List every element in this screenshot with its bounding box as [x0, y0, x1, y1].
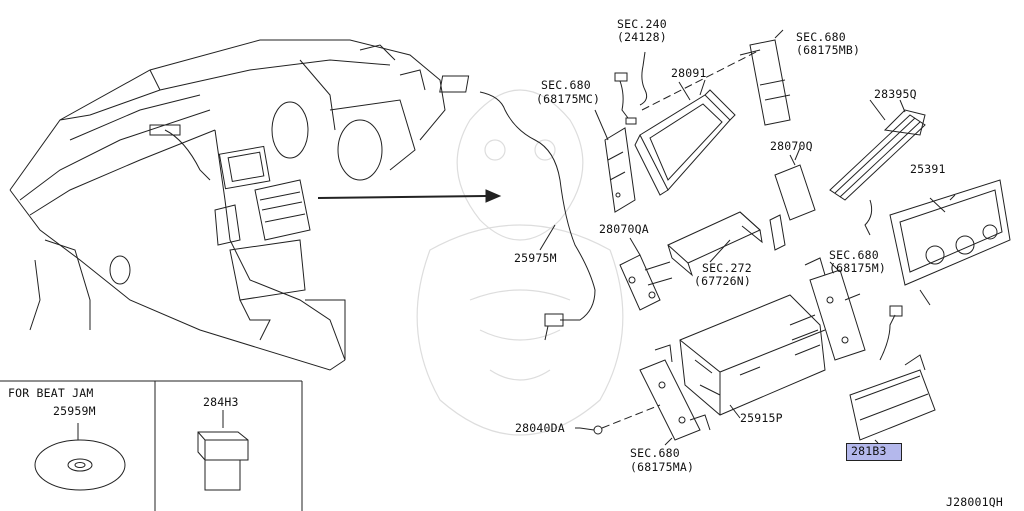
bracket-68175ma: [639, 344, 711, 441]
inset-frames: [0, 380, 303, 511]
diagram-code: J28001QH: [946, 495, 1003, 509]
label-68175mb[interactable]: (68175MB): [796, 43, 861, 57]
label-sec680-ma[interactable]: SEC.680: [630, 446, 680, 460]
harness-24128: [614, 51, 648, 125]
bracket-68175m: [804, 257, 866, 361]
label-68175m[interactable]: (68175M): [829, 261, 886, 275]
label-28395q[interactable]: 28395Q: [874, 87, 917, 101]
label-28040da[interactable]: 28040DA: [515, 421, 565, 435]
watermark-emblem: [416, 89, 624, 436]
display-unit-28091: [634, 79, 736, 196]
bracket-28070q: [769, 154, 816, 251]
label-sec272[interactable]: SEC.272: [702, 261, 752, 275]
inset-title-beat-jam: FOR BEAT JAM: [8, 386, 94, 400]
label-sec240[interactable]: SEC.240: [617, 17, 667, 31]
pointer-arrow: [317, 189, 502, 203]
label-sec680-mb[interactable]: SEC.680: [796, 30, 846, 44]
connector-284h3: [197, 410, 249, 491]
disc-25959m: [34, 423, 126, 491]
label-leaders: [539, 81, 946, 446]
label-24128[interactable]: (24128): [617, 30, 667, 44]
module-67726n: [667, 211, 763, 277]
label-25915p[interactable]: 25915P: [740, 411, 783, 425]
label-68175ma[interactable]: (68175MA): [630, 460, 695, 474]
label-284h3[interactable]: 284H3: [203, 395, 239, 409]
label-sec680-m[interactable]: SEC.680: [829, 248, 879, 262]
dashboard-illustration: [9, 39, 446, 371]
assembly-leader-top: [641, 49, 761, 111]
label-sec680-mc[interactable]: SEC.680: [541, 78, 591, 92]
label-28070q[interactable]: 28070Q: [770, 139, 813, 153]
label-67726n[interactable]: (67726N): [694, 274, 751, 288]
label-28070qa[interactable]: 28070QA: [599, 222, 649, 236]
label-281b3[interactable]: 281B3: [851, 444, 887, 458]
screw-leader: [601, 404, 661, 429]
label-25975m[interactable]: 25975M: [514, 251, 557, 265]
antenna-cable: [439, 75, 596, 341]
switch-assembly-28395q: [829, 99, 926, 236]
label-25959m[interactable]: 25959M: [53, 404, 96, 418]
bracket-68175mb: [739, 29, 791, 126]
head-unit-25915p: [679, 294, 826, 416]
highlighted-part-box: [846, 443, 902, 461]
label-25391[interactable]: 25391: [910, 162, 946, 176]
label-68175mc[interactable]: (68175MC): [536, 92, 601, 106]
climate-control-25391: [889, 179, 1011, 306]
label-28091[interactable]: 28091: [671, 66, 707, 80]
control-unit-281b3: [849, 305, 936, 444]
bracket-68175mc: [594, 109, 636, 213]
screw-28040da: [579, 425, 603, 435]
bracket-28070qa: [619, 254, 673, 311]
